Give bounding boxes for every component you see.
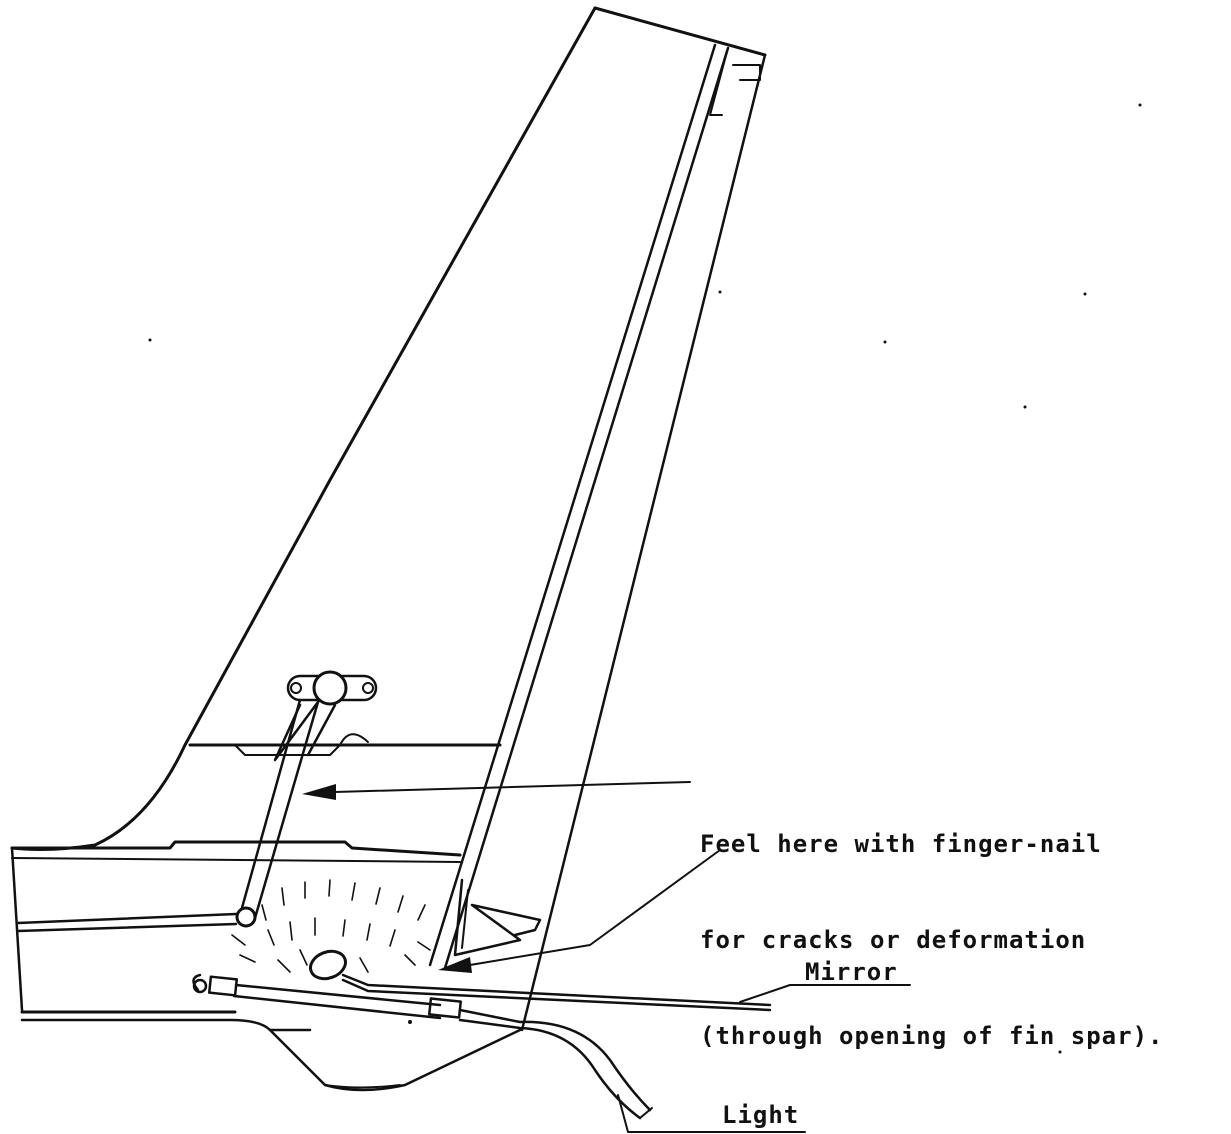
arrow-head-spar	[438, 957, 472, 973]
arrow-head-rod	[302, 784, 336, 800]
spar-fitting	[453, 878, 542, 957]
label-light: Light	[722, 1101, 800, 1129]
fin-spar	[428, 43, 761, 970]
fuselage-body	[10, 846, 522, 1092]
annotation-line-1: Feel here with finger-nail	[700, 830, 1102, 858]
annotation-feel-here: Feel here with finger-nail for cracks or…	[700, 764, 1163, 1084]
specks	[148, 103, 1142, 1054]
leader-lines	[302, 781, 911, 1133]
annotation-line-3: (through opening of fin spar).	[700, 1022, 1164, 1050]
fuselage-frames	[10, 733, 502, 863]
inspection-light	[192, 973, 653, 1120]
control-rod	[16, 670, 378, 933]
label-mirror: Mirror	[805, 958, 898, 986]
fin-outline	[10, 6, 767, 1032]
light-rays	[231, 879, 431, 973]
mirror-tool	[309, 949, 772, 1012]
annotation-line-2: for cracks or deformation	[700, 926, 1087, 954]
